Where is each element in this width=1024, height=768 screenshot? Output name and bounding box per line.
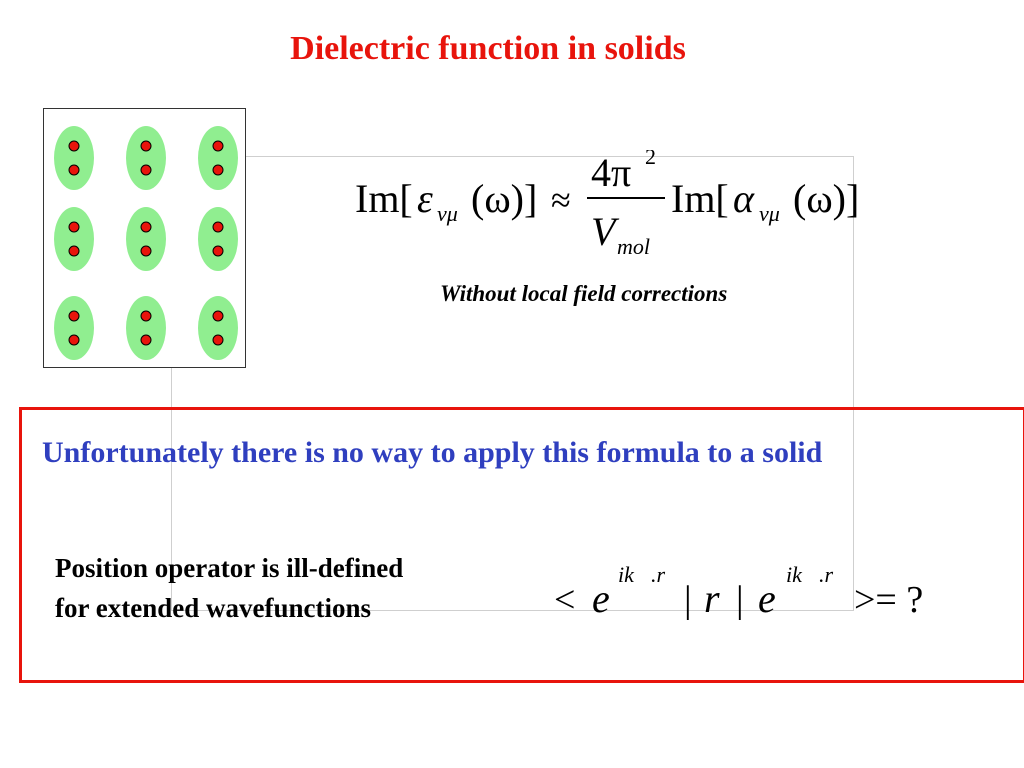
eq-numerator: 4π <box>591 150 631 195</box>
molecule-r1c1 <box>54 126 94 190</box>
eq-numerator-sup: 2 <box>645 150 656 169</box>
molecule-r3c1 <box>54 296 94 360</box>
eq-epsilon: ε <box>417 176 433 221</box>
eq-im-left: Im[ <box>355 176 413 221</box>
eq2-r: r⃗ <box>704 576 751 621</box>
placeholder-frame <box>171 156 854 611</box>
position-operator-text: Position operator is ill-defined for ext… <box>55 548 403 628</box>
eq-arg-right: (ω)] <box>793 176 859 221</box>
position-text-line1: Position operator is ill-defined <box>55 553 404 583</box>
eq2-gteq: >= ? <box>854 579 923 621</box>
lattice-svg <box>54 126 238 360</box>
slide-title: Dielectric function in solids <box>290 30 686 67</box>
molecular-lattice-diagram <box>43 108 246 368</box>
molecule-r2c1 <box>54 207 94 271</box>
eq2-e-right: e <box>758 576 776 621</box>
matrix-element-equation: < e ik⃗.r⃗ | r⃗ | e ik⃗.r⃗ >= ? <box>554 562 923 621</box>
highlight-statement: Unfortunately there is no way to apply t… <box>42 436 823 469</box>
eq-approx: ≈ <box>551 180 571 220</box>
molecule-r2c2 <box>126 207 166 271</box>
eq2-e-left: e <box>592 576 610 621</box>
molecule-r1c3 <box>198 126 238 190</box>
molecule-r2c3 <box>198 207 238 271</box>
eq2-lt: < <box>554 579 575 621</box>
eq2-exp-left: ik⃗.r⃗ <box>618 562 682 587</box>
eq-denominator: V <box>591 209 620 254</box>
eq-denominator-sub: mol <box>617 234 650 259</box>
molecule-r3c3 <box>198 296 238 360</box>
eq2-bar-right: | <box>736 579 744 621</box>
eq-im-right: Im[ <box>671 176 729 221</box>
eq2-exp-right: ik⃗.r⃗ <box>786 562 850 587</box>
eq-sub-numu-right: νμ <box>759 201 780 226</box>
molecule-r3c2 <box>126 296 166 360</box>
eq-arg-left: (ω)] <box>471 176 537 221</box>
dielectric-equation: Im[ ε νμ (ω)] ≈ 4π 2 V mol Im[ α νμ (ω)] <box>355 150 859 259</box>
eq-sub-numu-left: νμ <box>437 201 458 226</box>
position-text-line2: for extended wavefunctions <box>55 593 371 623</box>
eq-alpha: α <box>733 176 755 221</box>
eq2-bar-left: | <box>684 579 692 621</box>
molecule-r1c2 <box>126 126 166 190</box>
local-field-note: Without local field corrections <box>440 281 728 306</box>
